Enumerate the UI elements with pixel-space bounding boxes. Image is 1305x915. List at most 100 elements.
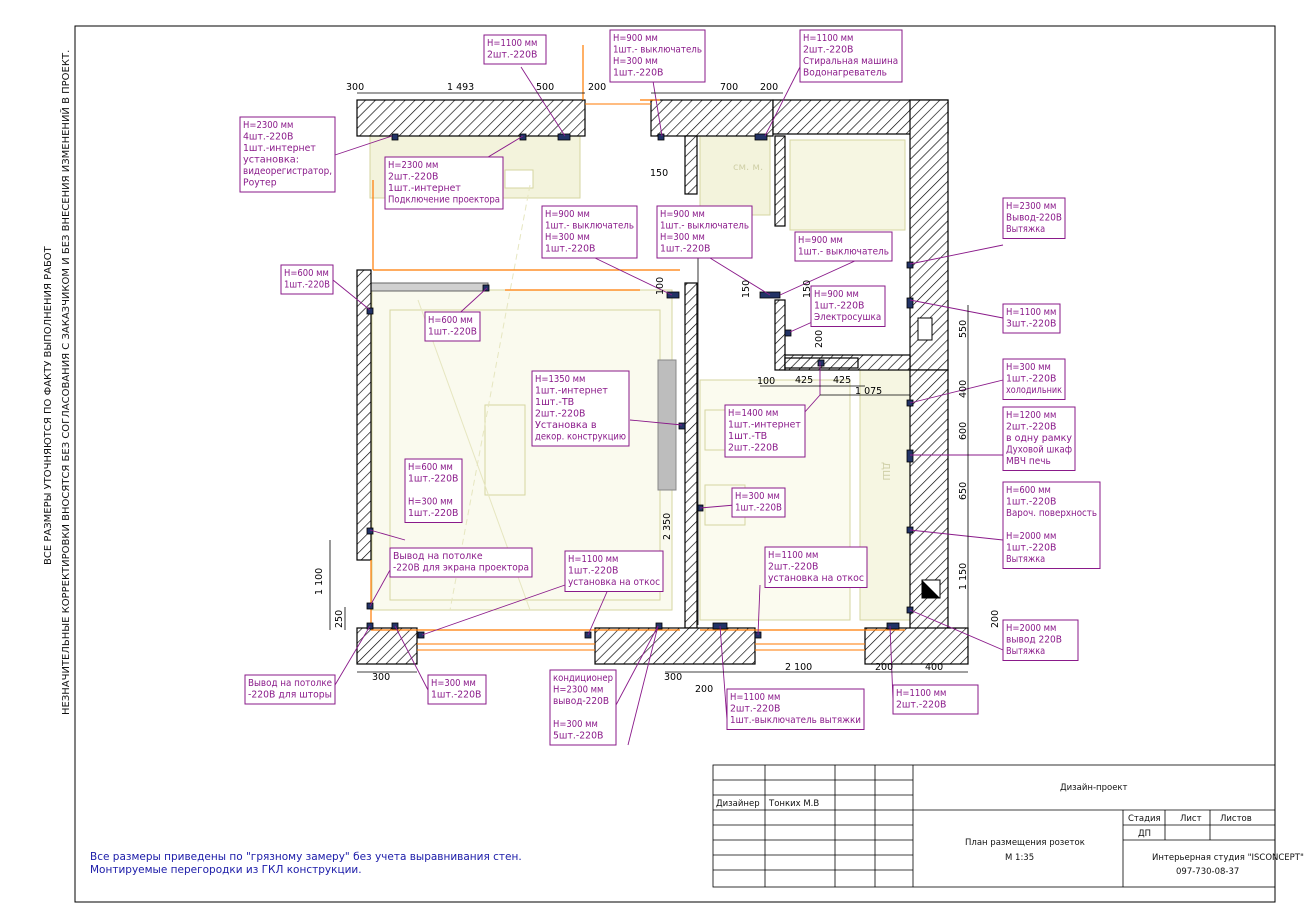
annotation-line: Н=1100 мм [803,33,853,44]
annotation-line: -220В для экрана проектора [393,563,529,574]
dim-100-vert: 100 [655,277,666,295]
annotation-box [726,688,865,730]
title-block [712,764,1276,888]
annotation-line: Вывод на потолке [393,551,483,562]
annotation-box [239,116,336,193]
annotation-line: 1шт.-220В [1006,497,1057,508]
annotation-line: 2шт.-220В [1006,422,1057,433]
annotation-line: Н=300 мм [545,232,590,243]
annotation-line: Н=1350 мм [535,374,585,385]
annotation-box [531,370,630,447]
tb-phone: 097-730-08-37 [1176,867,1239,877]
dim-400-bottom: 400 [925,662,943,673]
annotation-line: 1шт.- выключатель [798,247,889,258]
annotation-box [810,285,886,327]
annotation-line: 2шт.-220В [388,172,439,183]
annotation-box [384,156,504,210]
dim-150-c: 150 [802,280,813,298]
tb-designer-name: Тонких М.В [768,799,819,809]
annotation-line: установка на откос [568,577,660,588]
annotation-line: Н=2000 мм [1006,623,1056,634]
annotation-line: Электросушка [814,312,881,323]
dim-425-b: 425 [833,375,851,386]
annotation-line: 2шт.-220В [728,443,779,454]
annotation-box [1002,197,1066,239]
bottom-note-1: Все размеры приведены по "грязному замер… [90,851,522,863]
annotation-line: Н=1100 мм [487,38,537,49]
wiring [370,45,905,631]
annotation-line: видеорегистратор, [243,166,332,177]
annotation-line: Духовой шкаф [1006,445,1072,456]
annotation-line: 1шт.-ТВ [535,397,574,408]
annotation-line: установка на откос [768,573,864,584]
annotation-line: 1шт.-220В [428,327,477,338]
annotation-line: 1шт.-220В [284,280,330,291]
annotation-box [764,546,868,588]
annotation-line: Подключение проектора [388,195,500,206]
annotation-line: 1шт.-интернет [388,183,461,194]
annotation-box [280,264,334,295]
annotation-line: 1шт.-интернет [535,386,608,397]
annotation-line: Н=900 мм [798,235,843,246]
dim-1150: 1 150 [958,563,969,590]
annotation-line: 2шт.-220В [768,562,819,573]
annotation-line: 1шт.-ТВ [728,431,767,442]
annotation-line: 1шт.-интернет [243,143,316,154]
annotation-line: 1шт.-220В [1006,374,1057,385]
dim-550: 550 [958,320,969,338]
dim-700: 700 [720,82,738,93]
dim-100-horz: 100 [757,376,775,387]
annotation-line: 2шт.-220В [487,50,538,61]
annotation-box [609,29,706,83]
annotation-line: 1шт.-220В [545,244,596,255]
dim-425-a: 425 [795,375,813,386]
tb-stage-value: ДП [1138,829,1151,839]
annotation-box [404,458,463,523]
annotation-box [541,205,638,259]
annotation-box [1002,406,1076,471]
annotation-note: Н=2300 мм2шт.-220В1шт.-интернетПодключен… [384,156,504,210]
annotation-box [724,404,806,458]
annotation-line: 1шт.-220В [1006,543,1057,554]
annotation-line: Н=300 мм [735,491,780,502]
dim-200-bottom-left: 200 [695,684,713,695]
annotation-line: Н=1200 мм [1006,410,1056,421]
shelf [369,282,489,292]
dim-300-top: 300 [346,82,364,93]
tb-designer-label: Дизайнер [716,799,760,809]
annotation-line: Н=2300 мм [243,120,293,131]
tb-studio: Интерьерная студия "ISCONCEPT" [1152,853,1304,863]
dim-300-bottom-mid: 300 [664,672,682,683]
annotation-line: Н=600 мм [408,462,453,473]
annotation-box [799,29,903,83]
annotation-note: Вывод на потолке-220В для экрана проекто… [389,547,533,578]
annotation-line: декор. конструкцию [535,432,626,443]
annotation-line: 1шт.-220В [568,566,619,577]
annotation-line: 2шт.-220В [535,409,586,420]
tb-sheet-label: Лист [1180,814,1202,824]
annotation-note: Н=1350 мм1шт.-интернет1шт.-ТВ2шт.-220ВУс… [531,370,630,447]
annotation-line: Н=600 мм [428,315,473,326]
annotation-line: 1шт.-220В [735,503,782,514]
annotation-box [483,34,547,65]
annotation-line: -220В для шторы [248,690,332,701]
annotation-line: Н=2000 мм [1006,531,1056,542]
annotation-box [244,674,336,705]
tb-stage-label: Стадия [1128,814,1161,824]
leader-lines [332,66,1004,746]
